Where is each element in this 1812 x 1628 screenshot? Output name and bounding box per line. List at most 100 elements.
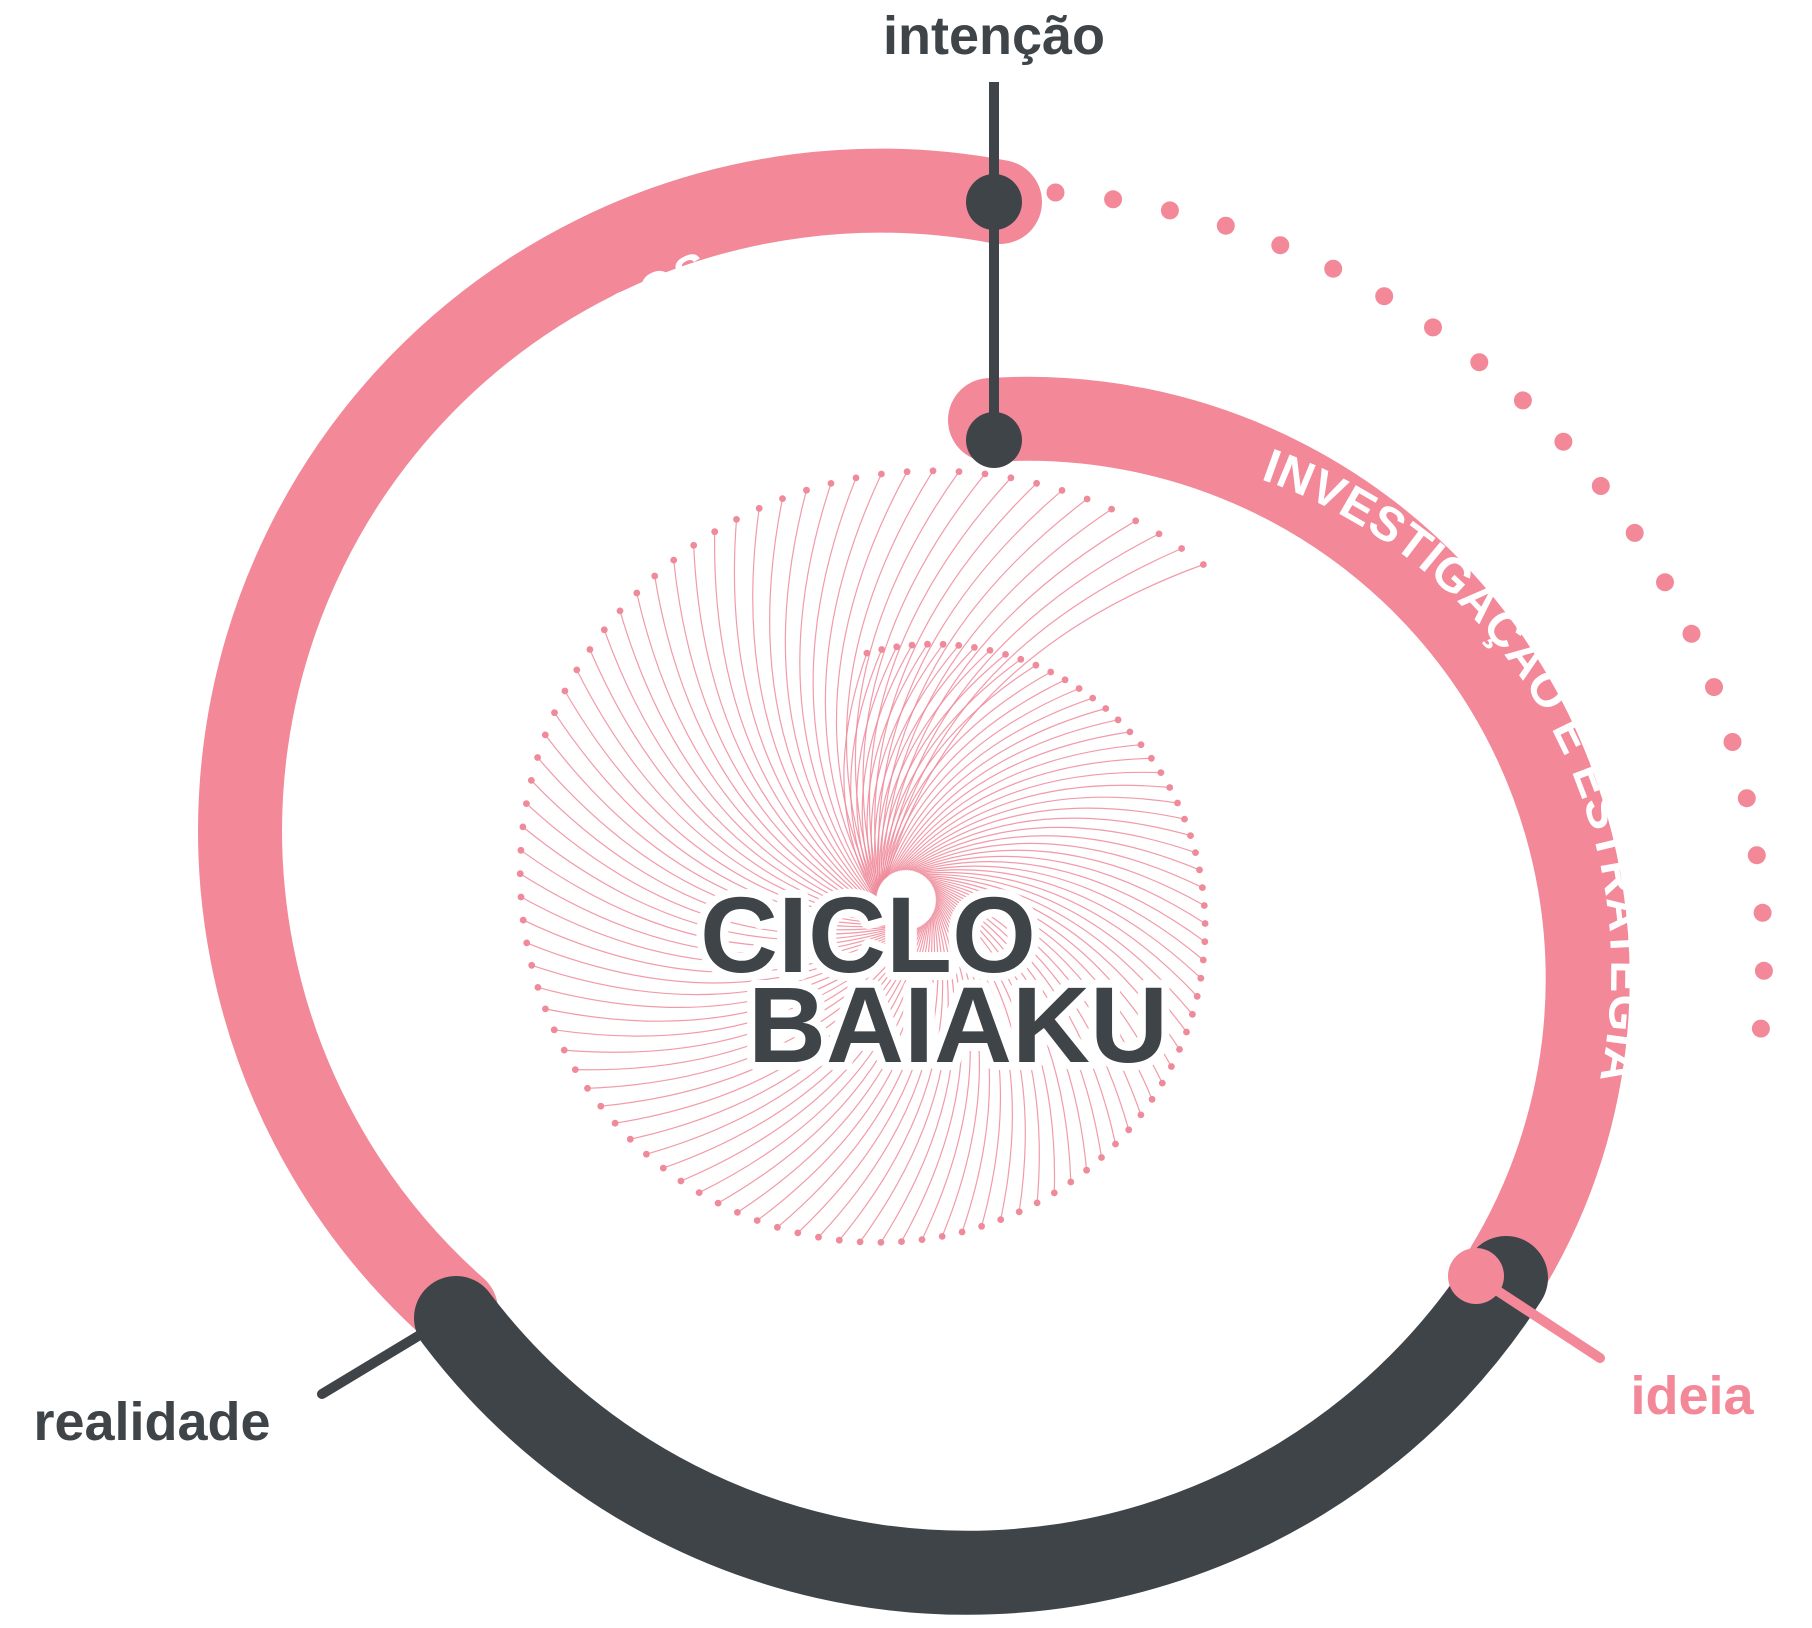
spiral-line xyxy=(615,926,921,1124)
dotted-arc-dot xyxy=(1160,201,1179,220)
spiral-line xyxy=(693,545,879,912)
spiral-dot xyxy=(1157,769,1165,776)
spiral-dot xyxy=(517,846,525,854)
spiral-dot xyxy=(571,1066,579,1073)
spiral-line xyxy=(519,873,900,955)
spiral-line xyxy=(843,652,877,900)
spiral-dot xyxy=(1166,784,1174,791)
spiral-line xyxy=(925,877,1172,1067)
spiral-line xyxy=(881,508,1112,882)
spiral-dot xyxy=(597,1102,605,1110)
spiral-dot xyxy=(918,1236,926,1243)
intention-node-top xyxy=(966,174,1022,230)
spiral-line xyxy=(714,531,878,910)
spiral-line xyxy=(589,649,884,921)
dotted-arc-dot xyxy=(1216,216,1235,235)
spiral-dot xyxy=(1102,705,1110,712)
spiral-dot xyxy=(541,731,549,739)
spiral-dot xyxy=(1192,849,1199,856)
spiral-dot xyxy=(1155,530,1163,538)
spiral-line xyxy=(861,644,913,895)
spiral-dot xyxy=(1125,1126,1133,1134)
spiral-dot xyxy=(1199,956,1207,964)
spiral-line xyxy=(891,731,1130,874)
spiral-line xyxy=(576,669,886,922)
spiral-dot xyxy=(893,643,901,651)
dotted-arc-dot xyxy=(1046,183,1065,202)
spiral-dot xyxy=(1032,661,1040,669)
spiral-line xyxy=(784,490,877,903)
spiral-line xyxy=(537,757,891,928)
dotted-arc-dot xyxy=(1754,961,1773,980)
spiral-line xyxy=(880,498,1088,884)
spiral-dot xyxy=(908,641,916,649)
spiral-line xyxy=(545,929,911,1022)
spiral-line xyxy=(756,917,932,1221)
spiral-line xyxy=(885,687,1080,878)
spiral-dot xyxy=(955,642,963,649)
spiral-dot xyxy=(561,687,569,695)
spiral-dot xyxy=(1196,866,1203,874)
spiral-line xyxy=(663,923,926,1169)
spiral-dot xyxy=(600,626,608,634)
spiral-line xyxy=(935,899,991,1233)
spiral-dot xyxy=(560,1046,568,1054)
dotted-arc-dot xyxy=(1682,624,1701,643)
spiral-line xyxy=(850,649,883,899)
spiral-dot xyxy=(997,1216,1005,1223)
spiral-dot xyxy=(1017,655,1025,663)
dotted-arc-dot xyxy=(1470,353,1489,372)
spiral-dot xyxy=(550,1026,558,1034)
spiral-line xyxy=(924,875,1181,1050)
spiral-line xyxy=(909,842,1203,889)
spiral-dot xyxy=(986,647,994,654)
spiral-dot xyxy=(1050,1189,1058,1197)
spiral-dot xyxy=(1137,741,1145,749)
center-title-line2: BAIAKU xyxy=(748,964,1168,1085)
spiral-line xyxy=(932,885,1103,1158)
spiral-dot xyxy=(898,1238,905,1245)
dotted-arc-dot xyxy=(1104,190,1123,209)
spiral-dot xyxy=(978,1222,985,1230)
spiral-dot xyxy=(516,870,524,878)
spiral-line xyxy=(883,671,1051,881)
spiral-line xyxy=(835,471,908,896)
spiral-dot xyxy=(1137,1111,1145,1119)
spiral-dot xyxy=(527,777,535,784)
spiral-line xyxy=(886,563,1204,877)
dotted-arc-dot xyxy=(1747,846,1766,865)
spiral-line xyxy=(921,873,1193,1015)
label-idea: ideia xyxy=(1630,1366,1754,1426)
spiral-dot xyxy=(616,607,624,615)
spiral-line xyxy=(884,679,1066,879)
spiral-dot xyxy=(1176,1046,1183,1053)
spiral-line xyxy=(537,929,909,1009)
spiral-dot xyxy=(1089,694,1097,702)
spiral-dot xyxy=(924,640,931,648)
spiral-line xyxy=(928,879,1153,1100)
spiral-line xyxy=(797,913,936,1234)
spiral-line xyxy=(923,874,1187,1033)
spiral-line xyxy=(890,719,1119,875)
spiral-dot xyxy=(1158,1079,1166,1087)
spiral-dot xyxy=(779,495,786,502)
spiral-line xyxy=(877,489,1063,885)
spiral-line xyxy=(526,929,905,984)
spiral-line xyxy=(854,471,960,892)
dark-band xyxy=(414,1236,1548,1615)
spiral-dot xyxy=(1083,495,1091,503)
spiral-line xyxy=(636,592,881,917)
spiral-dot xyxy=(938,1233,946,1240)
spiral-dot xyxy=(774,1223,781,1231)
spiral-line xyxy=(935,894,1026,1212)
spiral-dot xyxy=(1181,815,1188,823)
spiral-line xyxy=(824,473,882,897)
spiral-dot xyxy=(690,541,698,549)
spiral-line xyxy=(882,664,1037,882)
spiral-line xyxy=(927,878,1163,1084)
spiral-dot xyxy=(835,1236,843,1244)
spiral-dot xyxy=(1197,974,1205,982)
spiral-dot xyxy=(1015,1208,1023,1216)
spiral-line xyxy=(619,610,882,918)
center-title-line1: CICLO xyxy=(700,874,1036,995)
